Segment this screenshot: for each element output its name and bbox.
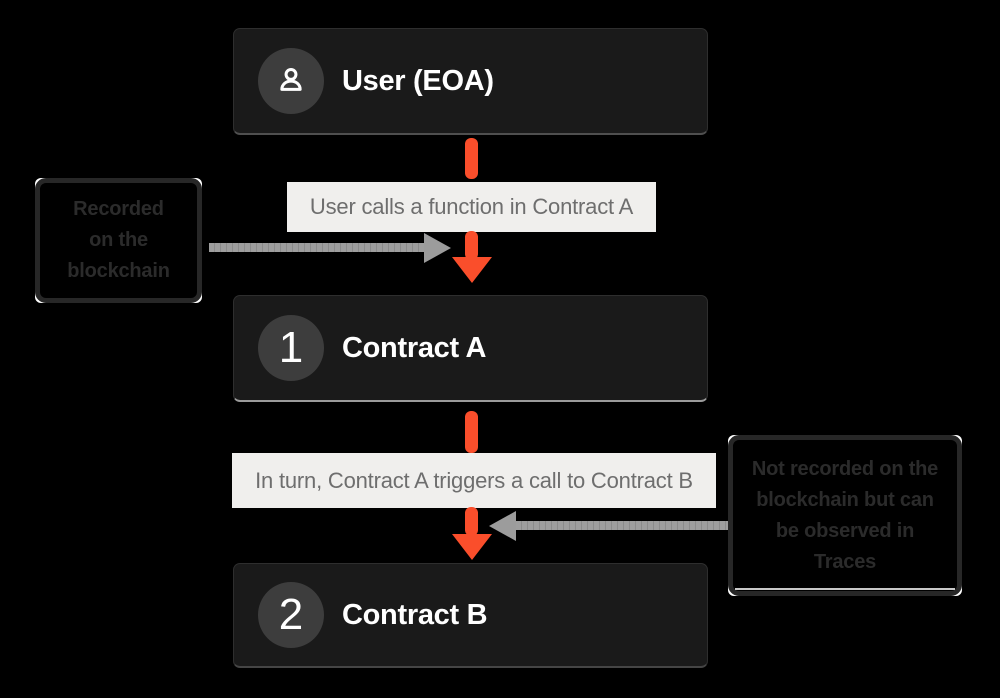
flow-arrow-1-shaft-bottom [465, 231, 478, 260]
traces-arrow-shaft [516, 521, 729, 530]
node-user-eoa: User (EOA) [233, 28, 708, 135]
flow-arrow-1-head-icon [452, 257, 492, 283]
traces-arrow-head-icon [489, 511, 516, 541]
callout-line: Not recorded on the [751, 457, 939, 480]
node-contract-a: 1 Contract A [233, 295, 708, 402]
callout-observed-in-traces: Not recorded on the blockchain but can b… [728, 435, 962, 596]
node-title-user: User (EOA) [342, 64, 494, 97]
recorded-arrow-shaft [209, 243, 425, 252]
callout-face: Recorded on the blockchain [35, 178, 202, 303]
user-icon [280, 67, 302, 91]
callout-line: blockchain [67, 260, 170, 282]
edge-label-2: In turn, Contract A triggers a call to C… [232, 453, 716, 508]
flow-arrow-2-shaft-top [465, 411, 478, 453]
edge-label-1: User calls a function in Contract A [287, 182, 656, 232]
callout-line: be observed in [775, 519, 915, 542]
step-number: 2 [278, 590, 304, 639]
callout-line: Traces [813, 550, 877, 573]
flow-arrow-2-head-icon [452, 534, 492, 560]
node-title-contract-b: Contract B [342, 598, 488, 631]
flow-arrow-1-shaft-top [465, 138, 478, 179]
node-title-contract-a: Contract A [342, 331, 487, 364]
node-contract-b: 2 Contract B [233, 563, 708, 668]
callout-line: blockchain but can [756, 488, 934, 511]
recorded-arrow-head-icon [424, 233, 451, 263]
callout-bottom-highlight [735, 588, 955, 590]
flow-arrow-2-shaft-bottom [465, 507, 478, 536]
user-avatar-circle [258, 48, 324, 114]
callout-face: Not recorded on the blockchain but can b… [728, 435, 962, 596]
callout-line: on the [89, 229, 148, 251]
step-2-badge: 2 [258, 582, 324, 648]
step-1-badge: 1 [258, 315, 324, 381]
callout-line: Recorded [73, 198, 164, 220]
callout-recorded-on-chain: Recorded on the blockchain [35, 178, 202, 303]
step-number: 1 [278, 323, 304, 372]
